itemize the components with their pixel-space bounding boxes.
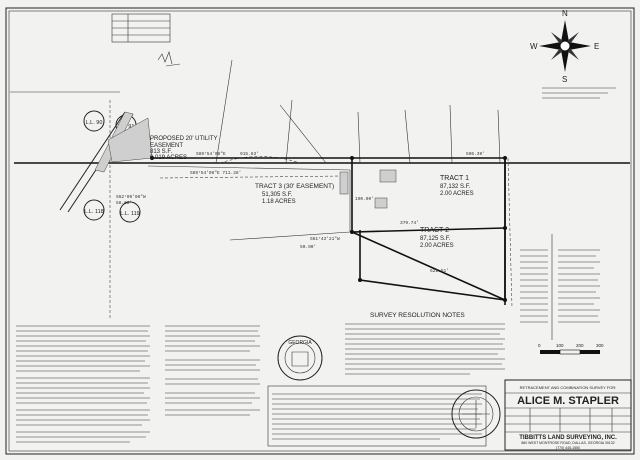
- corner-markers: [150, 156, 507, 302]
- easement-label-4: 0.019 ACRES: [150, 155, 187, 161]
- sketch-mark: [157, 51, 181, 67]
- revision-block: [111, 13, 171, 43]
- scale-0: 0: [538, 343, 541, 348]
- notes-text-lines: [345, 323, 505, 375]
- top-note-lines: [10, 87, 616, 99]
- general-notes-left: [16, 325, 150, 443]
- north-arrow: [539, 20, 591, 72]
- general-notes-middle: [165, 325, 260, 416]
- bearing-north-line: S89°54'06"E: [196, 151, 226, 157]
- company-phone: (770) 445-1550: [556, 446, 580, 450]
- tract1-area-sf: 87,132 S.F.: [440, 184, 471, 190]
- company-name: TIBBITTS LAND SURVEYING, INC.: [519, 435, 617, 441]
- lot-label-90: L.L. 90: [86, 120, 103, 126]
- distance-tract3-south: 50.00': [300, 244, 316, 250]
- tract3-area-acres: 1.18 ACRES: [262, 199, 296, 205]
- tract1-name: TRACT 1: [440, 175, 469, 182]
- bearing-tract3-south: S61°43'21"W: [310, 236, 340, 242]
- easement-label-3: 813 S.F.: [150, 149, 172, 155]
- scale-200: 200: [576, 343, 584, 348]
- easement-label-2: EASEMENT: [150, 143, 183, 149]
- seal-text: GEORGIA: [288, 340, 312, 346]
- outer-border: [5, 7, 635, 455]
- client-name: ALICE M. STAPLER: [517, 395, 619, 407]
- tract2-area-acres: 2.00 ACRES: [420, 243, 454, 249]
- surveyor-stamp: [451, 389, 501, 439]
- tract3-area-sf: 51,305 S.F.: [262, 192, 293, 198]
- scale-bar: [540, 349, 600, 355]
- compass-s: S: [562, 75, 567, 84]
- tract3-name: TRACT 3 (30' EASEMENT): [255, 183, 334, 190]
- company-address: 860 WEST MONTROSE ROAD, DALLAS, GEORGIA …: [521, 441, 614, 445]
- inner-border: [8, 10, 632, 452]
- georgia-seal: [277, 335, 323, 381]
- notes-title: SURVEY RESOLUTION NOTES: [370, 312, 465, 319]
- tract1-area-acres: 2.00 ACRES: [440, 191, 474, 197]
- certification-block: [267, 385, 487, 447]
- distance-north-line: 915.63': [240, 151, 259, 157]
- adjoining-lines: [215, 59, 501, 164]
- easement-label-1: PROPOSED 20' UTILITY: [150, 136, 218, 142]
- scale-300: 300: [596, 343, 604, 348]
- distance-tract3-east: 190.00': [355, 196, 374, 202]
- lot-label-119: L.L. 119: [120, 211, 139, 217]
- compass-w: W: [530, 42, 538, 51]
- compass-e: E: [594, 42, 599, 51]
- lot-label-118: L.L. 118: [84, 209, 103, 215]
- title-block: [504, 379, 632, 451]
- distance-west-line: 58.63': [116, 200, 132, 206]
- bearing-west-line: S62°09'06"W: [116, 194, 146, 200]
- building-footprints: [339, 169, 397, 209]
- distance-tract2-south: 521.51': [430, 268, 449, 274]
- distance-tract1-south: 379.74': [400, 220, 419, 226]
- tract2-name: TRACT 2: [420, 227, 449, 234]
- tract2-area-sf: 87,125 S.F.: [420, 236, 451, 242]
- survey-for-label: RETRACEMENT AND COMBINATION SURVEY FOR:: [520, 385, 617, 390]
- legend-block: [520, 234, 600, 340]
- scale-100: 100: [556, 343, 564, 348]
- bearing-tract3-north: S89°54'06"E 711.28': [190, 170, 241, 176]
- tract-boundaries: [147, 157, 513, 309]
- compass-n: N: [562, 9, 568, 18]
- distance-north-tract1: 506.39': [466, 151, 485, 157]
